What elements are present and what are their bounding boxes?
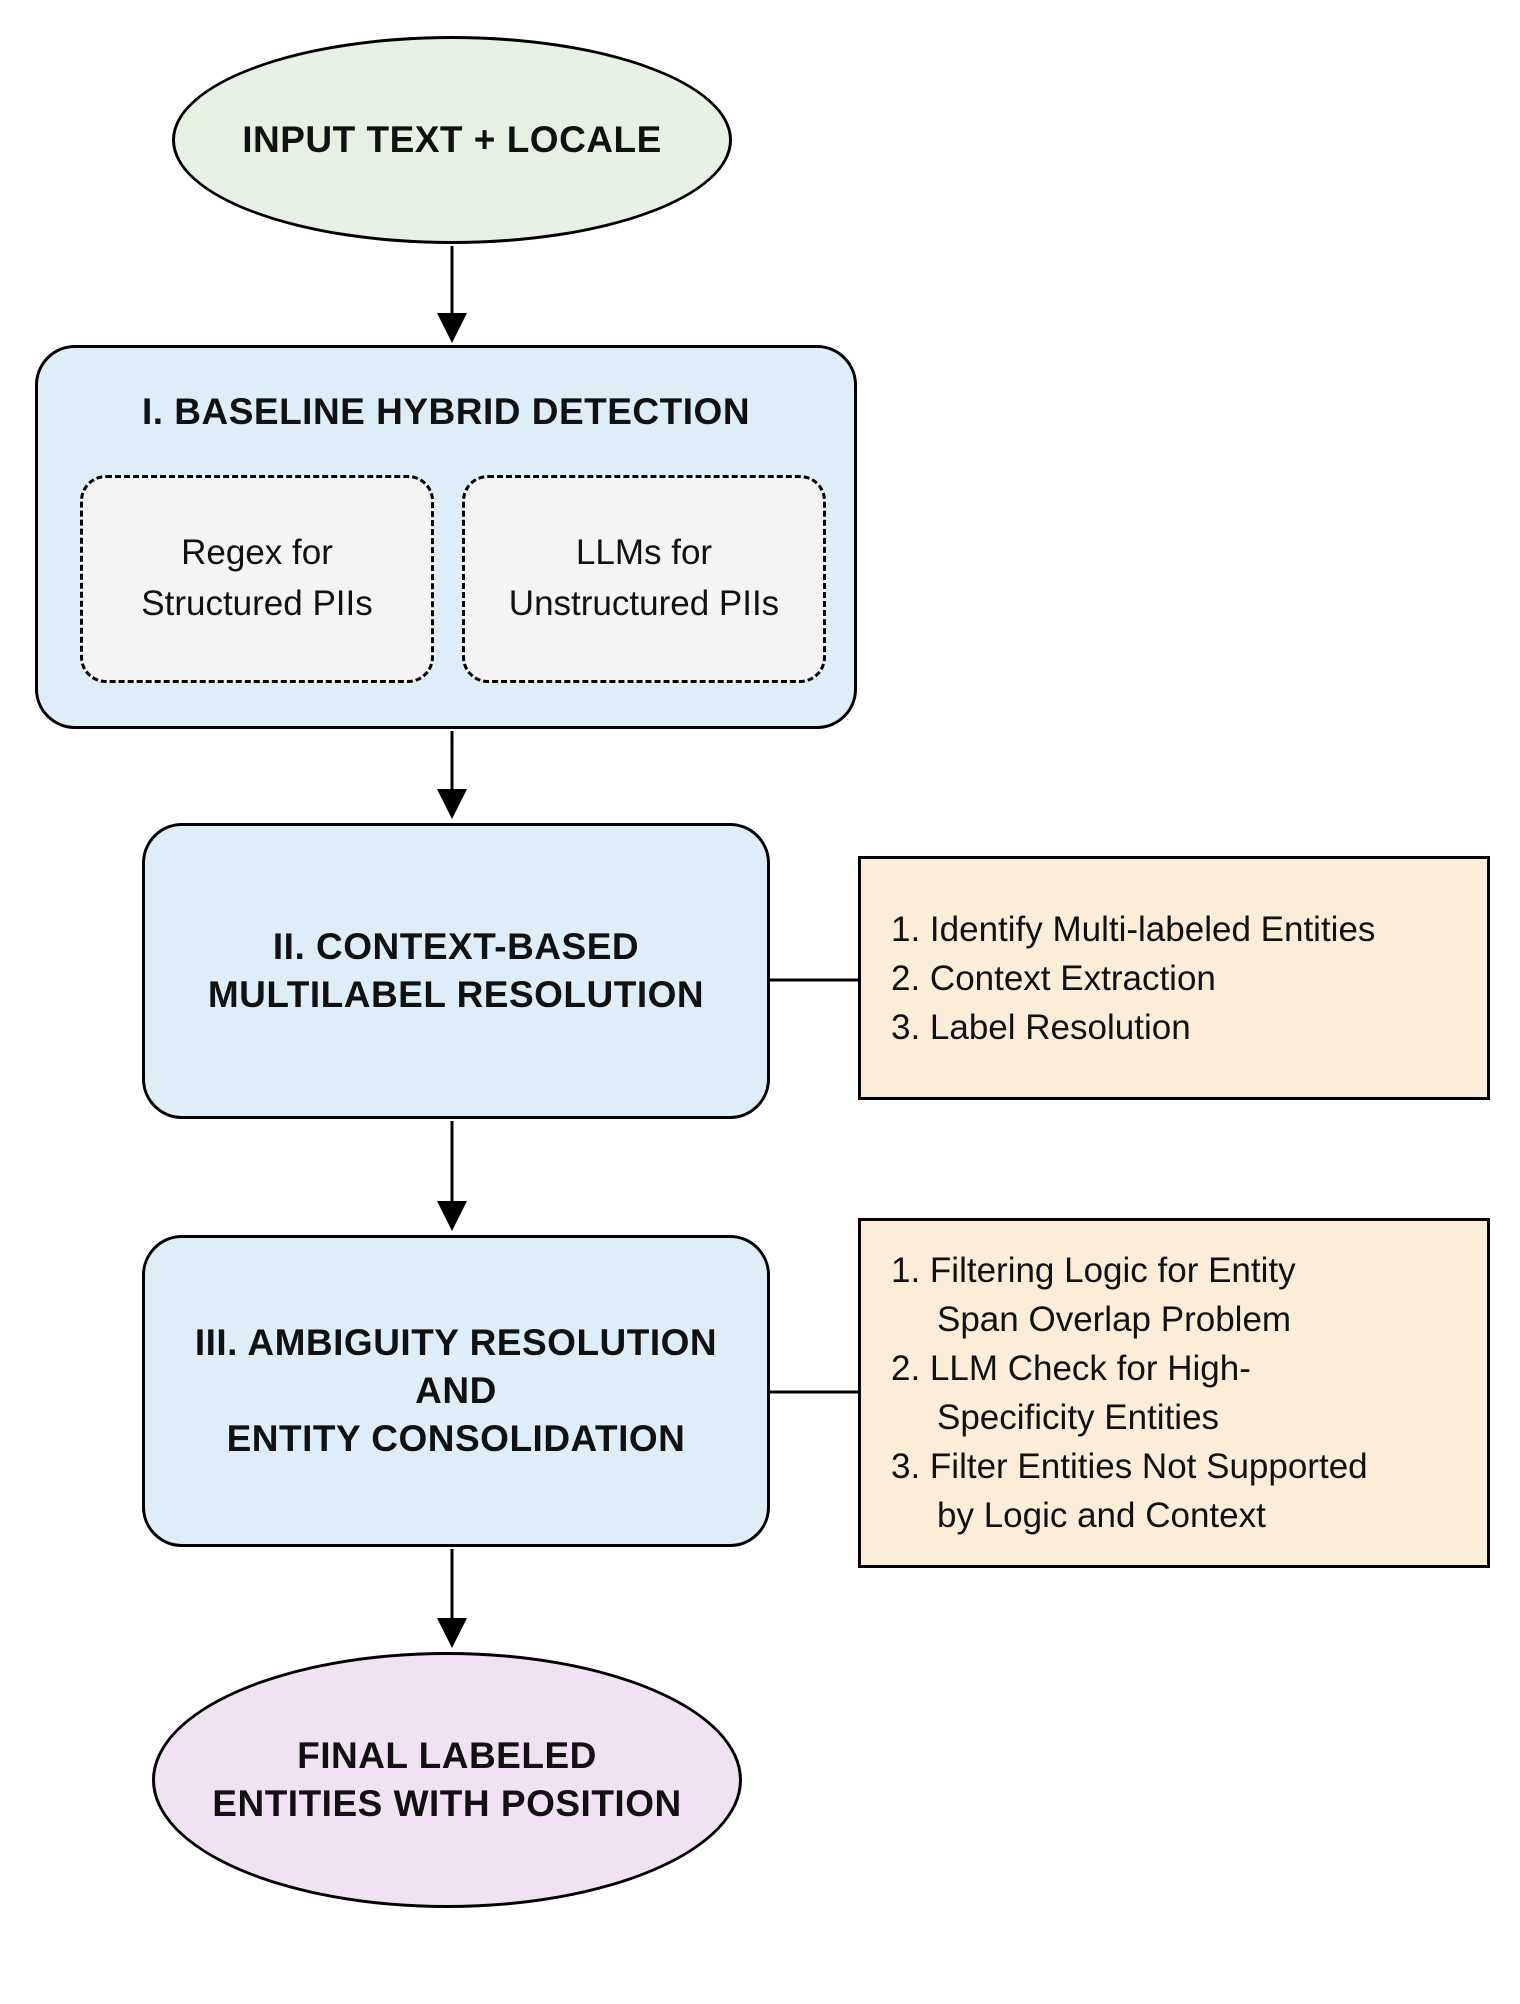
stage2-context-multilabel-resolution-node: II. CONTEXT-BASED MULTILABEL RESOLUTION [142, 823, 770, 1119]
regex-structured-piis-subnode: Regex for Structured PIIs [80, 475, 434, 683]
output-node: FINAL LABELED ENTITIES WITH POSITION [152, 1652, 742, 1908]
stage3-steps-note: 1. Filtering Logic for Entity Span Overl… [858, 1218, 1490, 1568]
note-item: 2. LLM Check for High- Specificity Entit… [891, 1349, 1251, 1437]
stage2-title: II. CONTEXT-BASED MULTILABEL RESOLUTION [207, 925, 705, 1015]
note-item: 1. Filtering Logic for Entity Span Overl… [891, 1251, 1296, 1339]
output-node-label: FINAL LABELED ENTITIES WITH POSITION [212, 1734, 682, 1824]
note-item: 2. Context Extraction [891, 958, 1216, 998]
stage2-steps-note: 1. Identify Multi-labeled Entities 2. Co… [858, 856, 1490, 1100]
llm-subnode-label: LLMs for Unstructured PIIs [508, 533, 780, 623]
note-item: 1. Identify Multi-labeled Entities [891, 909, 1376, 949]
stage1-title: I. BASELINE HYBRID DETECTION [141, 391, 751, 432]
stage1-baseline-hybrid-detection-node: I. BASELINE HYBRID DETECTION Regex for S… [35, 345, 857, 729]
input-node: INPUT TEXT + LOCALE [172, 36, 732, 244]
input-node-label: INPUT TEXT + LOCALE [242, 118, 662, 160]
note-item: 3. Filter Entities Not Supported by Logi… [891, 1447, 1368, 1535]
regex-subnode-label: Regex for Structured PIIs [141, 533, 373, 623]
stage3-ambiguity-resolution-consolidation-node: III. AMBIGUITY RESOLUTION AND ENTITY CON… [142, 1235, 770, 1547]
stage3-title: III. AMBIGUITY RESOLUTION AND ENTITY CON… [194, 1321, 718, 1460]
note-item: 3. Label Resolution [891, 1007, 1191, 1047]
llms-unstructured-piis-subnode: LLMs for Unstructured PIIs [462, 475, 826, 683]
